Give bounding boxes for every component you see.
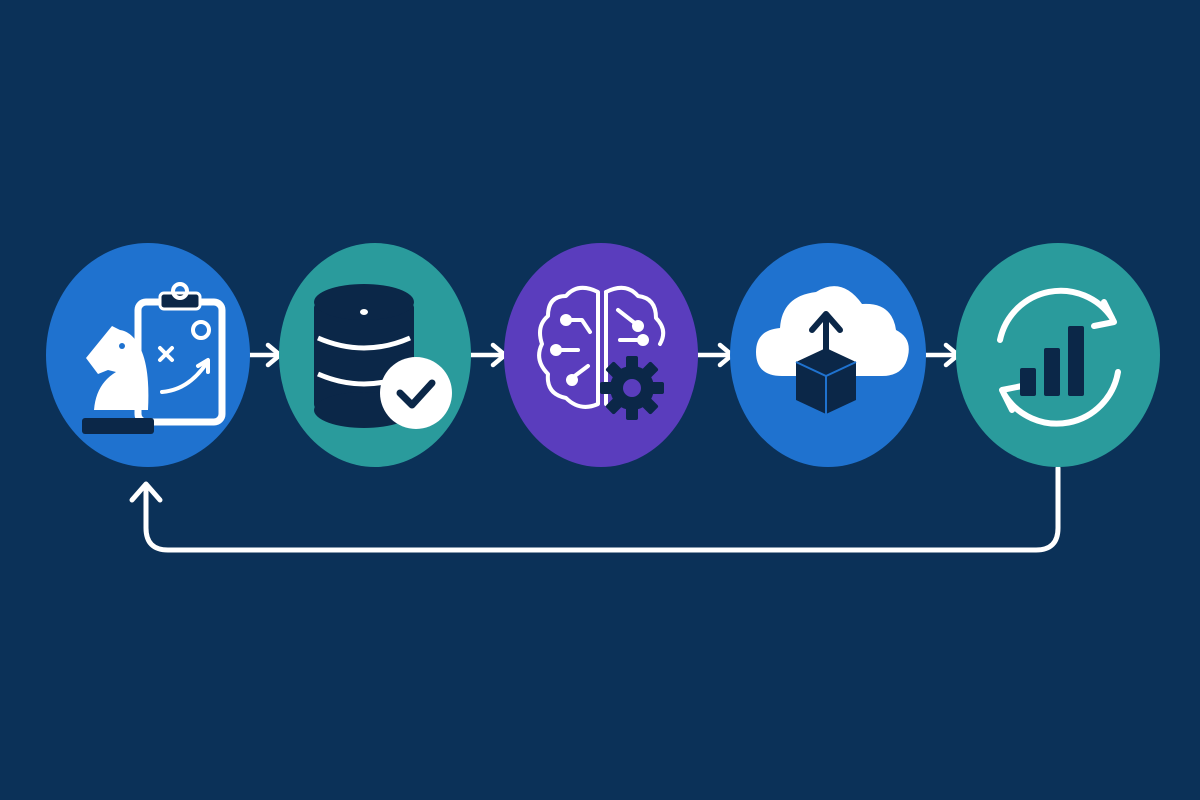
feedback-loop-arrow (143, 465, 1061, 553)
connector-strategy-to-data (243, 342, 283, 368)
gear-icon (600, 356, 664, 420)
cloud-upload-box-icon (756, 286, 909, 414)
stage-deploy (730, 243, 926, 467)
connector-data-to-model (467, 342, 508, 368)
connector-model-to-deploy (695, 342, 735, 368)
database-check-icon (314, 284, 452, 429)
stage-monitor (956, 243, 1160, 467)
stage-model (504, 243, 698, 467)
stage-data (279, 243, 471, 467)
stage-model-circle (504, 243, 698, 467)
stage-strategy (46, 243, 250, 467)
chess-knight-clipboard-icon (82, 282, 226, 434)
cycle-bar-chart-icon (997, 287, 1121, 427)
feedback-loop-arrowhead (129, 481, 163, 503)
connector-deploy-to-monitor (921, 342, 961, 368)
